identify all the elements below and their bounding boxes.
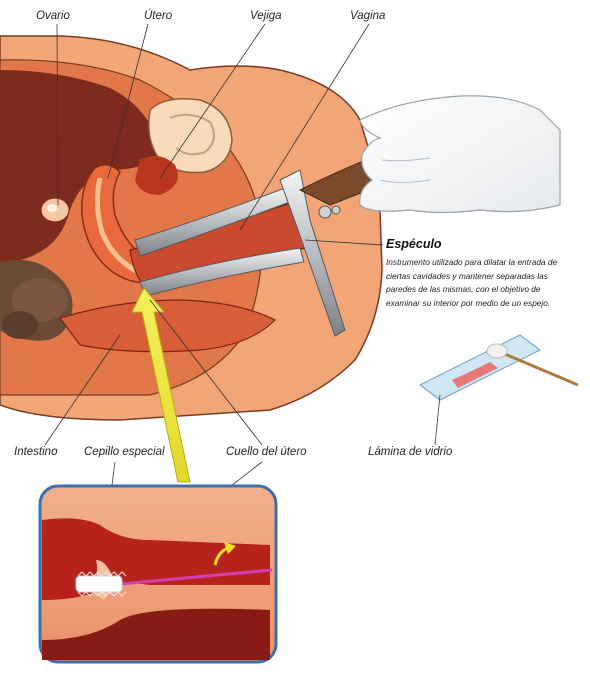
label-utero: Útero bbox=[144, 10, 172, 22]
label-vejiga: Vejiga bbox=[250, 10, 282, 22]
label-vagina: Vagina bbox=[350, 10, 385, 22]
inset-magnified-view bbox=[40, 486, 276, 662]
speculum-title: Espéculo bbox=[386, 237, 442, 251]
glass-slide bbox=[420, 335, 578, 400]
speculum-description: Instrumento utilizado para dilatar la en… bbox=[386, 256, 566, 310]
label-cepillo-especial: Cepillo especial bbox=[84, 446, 165, 458]
ovary bbox=[41, 198, 69, 222]
label-ovario: Ovario bbox=[36, 10, 70, 22]
label-intestino: Intestino bbox=[14, 446, 57, 458]
label-cuello-del-utero: Cuello del útero bbox=[226, 446, 307, 458]
label-lamina-de-vidrio: Lámina de vidrio bbox=[368, 446, 452, 458]
